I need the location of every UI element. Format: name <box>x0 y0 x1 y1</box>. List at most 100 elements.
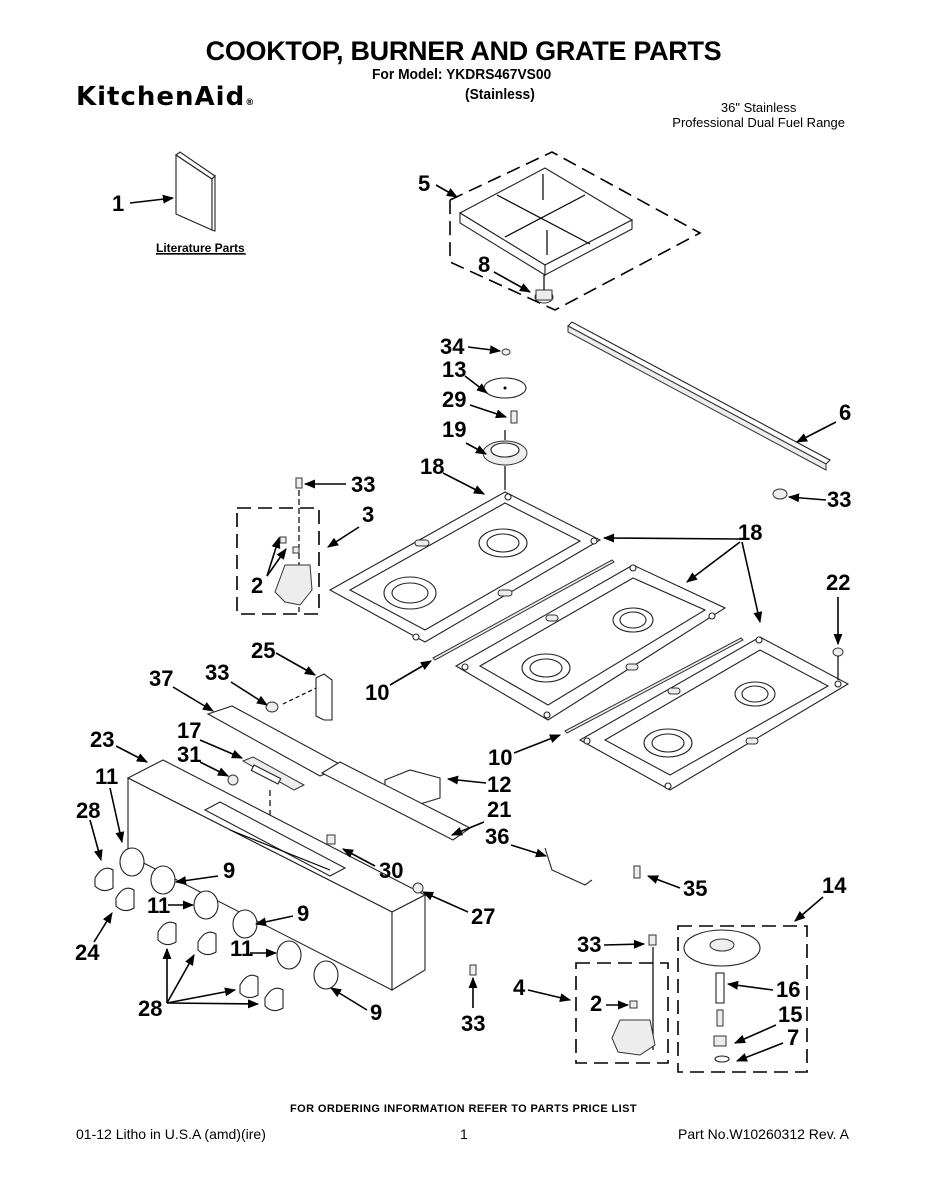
callout-label-30: 30 <box>379 858 403 883</box>
orifice-16 <box>715 972 725 1004</box>
callout-label-3: 3 <box>362 502 374 527</box>
callout-label-29: 29 <box>442 387 466 412</box>
knob-24 <box>115 887 135 912</box>
callout-label-33: 33 <box>351 472 375 497</box>
callout-arrow-1 <box>129 194 175 204</box>
callout-label-9: 9 <box>370 1000 382 1025</box>
callout-arrow-36 <box>510 844 548 858</box>
callout-arrow-18 <box>442 472 485 495</box>
clip-30 <box>326 834 336 845</box>
callout-label-28: 28 <box>76 798 100 823</box>
orifice-holder-assembly-4 <box>575 934 669 1064</box>
callout-label-2: 2 <box>251 573 263 598</box>
literature-parts-label: Literature Parts <box>156 241 245 255</box>
bezel-9 <box>232 909 258 939</box>
callout-arrow-27 <box>421 891 469 913</box>
bezel-9 <box>150 865 176 895</box>
callout-label-33: 33 <box>461 1011 485 1036</box>
callout-label-16: 16 <box>776 977 800 1002</box>
bezel-9 <box>313 960 339 990</box>
page-number: 1 <box>460 1126 468 1142</box>
knob-28 <box>94 867 114 892</box>
callout-arrow-7 <box>735 1042 784 1062</box>
bezel-11 <box>276 940 302 970</box>
bracket-21 <box>320 761 472 841</box>
callout-arrow-25 <box>275 652 316 676</box>
screw-33 <box>772 488 788 500</box>
knob-28 <box>197 931 217 956</box>
bezel-11 <box>193 890 219 920</box>
callout-arrow-28 <box>89 819 103 862</box>
screw-29 <box>510 410 518 424</box>
callout-arrow-extra <box>686 541 741 583</box>
burner-cap-clip-34 <box>501 348 511 356</box>
burner-assembly-14 <box>677 925 808 1073</box>
callout-label-9: 9 <box>223 858 235 883</box>
callout-label-10: 10 <box>365 680 389 705</box>
callout-label-1: 1 <box>112 191 124 216</box>
burner-stack <box>482 348 528 490</box>
callout-arrow-6 <box>796 421 837 443</box>
product-description: 36" Stainless Professional Dual Fuel Ran… <box>672 100 845 130</box>
callout-arrow-14 <box>794 896 824 922</box>
callout-arrow-31 <box>199 761 230 777</box>
knob-28 <box>264 987 284 1012</box>
callout-label-8: 8 <box>478 252 490 277</box>
callout-label-36: 36 <box>485 824 509 849</box>
callout-arrow-4 <box>527 989 572 1003</box>
brand-name: KitchenAid <box>76 82 246 112</box>
model-finish: (Stainless) <box>465 86 535 103</box>
callout-arrow-12 <box>446 775 487 785</box>
callout-arrows <box>89 184 843 1062</box>
callout-label-17: 17 <box>177 718 201 743</box>
callout-label-33: 33 <box>577 932 601 957</box>
callout-label-11: 11 <box>147 893 170 918</box>
callout-label-23: 23 <box>90 727 114 752</box>
model-number: For Model: YKDRS467VS00 <box>372 66 552 83</box>
button-31 <box>227 774 239 786</box>
grate-assembly <box>449 151 702 311</box>
callout-label-5: 5 <box>418 171 430 196</box>
knob-28 <box>157 921 177 946</box>
callout-arrow-extra <box>741 541 763 624</box>
callout-arrow-23 <box>115 745 148 763</box>
burner-pan-middle <box>454 564 727 721</box>
page-title: COOKTOP, BURNER AND GRATE PARTS <box>205 36 722 66</box>
callout-arrow-16 <box>726 980 774 991</box>
callout-label-15: 15 <box>778 1002 802 1027</box>
callout-arrow-2 <box>266 548 287 577</box>
callout-label-14: 14 <box>822 873 847 898</box>
callout-label-34: 34 <box>440 334 465 359</box>
callout-label-11: 11 <box>95 764 118 789</box>
callout-arrow-35 <box>646 875 681 889</box>
part-number: Part No.W10260312 Rev. A <box>678 1126 849 1142</box>
burner-pan-right <box>578 636 850 791</box>
orifice-holder-assembly-3 <box>236 477 320 615</box>
callout-arrow-5 <box>435 184 458 198</box>
description-line-1: 36" Stainless <box>720 100 797 115</box>
callout-label-35: 35 <box>683 876 707 901</box>
callout-label-24: 24 <box>75 940 100 965</box>
callout-arrow-18 <box>602 533 741 543</box>
callout-arrow-extra <box>166 999 260 1009</box>
callout-label-2: 2 <box>590 991 602 1016</box>
callout-arrow-29 <box>469 404 508 419</box>
callout-label-25: 25 <box>251 638 275 663</box>
callout-label-19: 19 <box>442 417 466 442</box>
callout-arrow-9 <box>254 915 294 927</box>
callout-arrow-21 <box>450 821 485 836</box>
bracket-36 <box>544 847 593 886</box>
callout-arrow-3 <box>327 526 360 548</box>
callout-arrow-17 <box>199 739 244 759</box>
print-info: 01-12 Litho in U.S.A (amd)(ire) <box>76 1126 266 1142</box>
screw-33 <box>469 964 477 976</box>
callout-arrow-9 <box>174 875 219 886</box>
callout-label-18: 18 <box>738 520 762 545</box>
screw-22 <box>832 647 844 657</box>
screw-33 <box>648 934 657 946</box>
seal-strip-10 <box>564 637 744 734</box>
callout-arrow-15 <box>733 1024 777 1044</box>
control-knobs <box>94 847 339 1012</box>
